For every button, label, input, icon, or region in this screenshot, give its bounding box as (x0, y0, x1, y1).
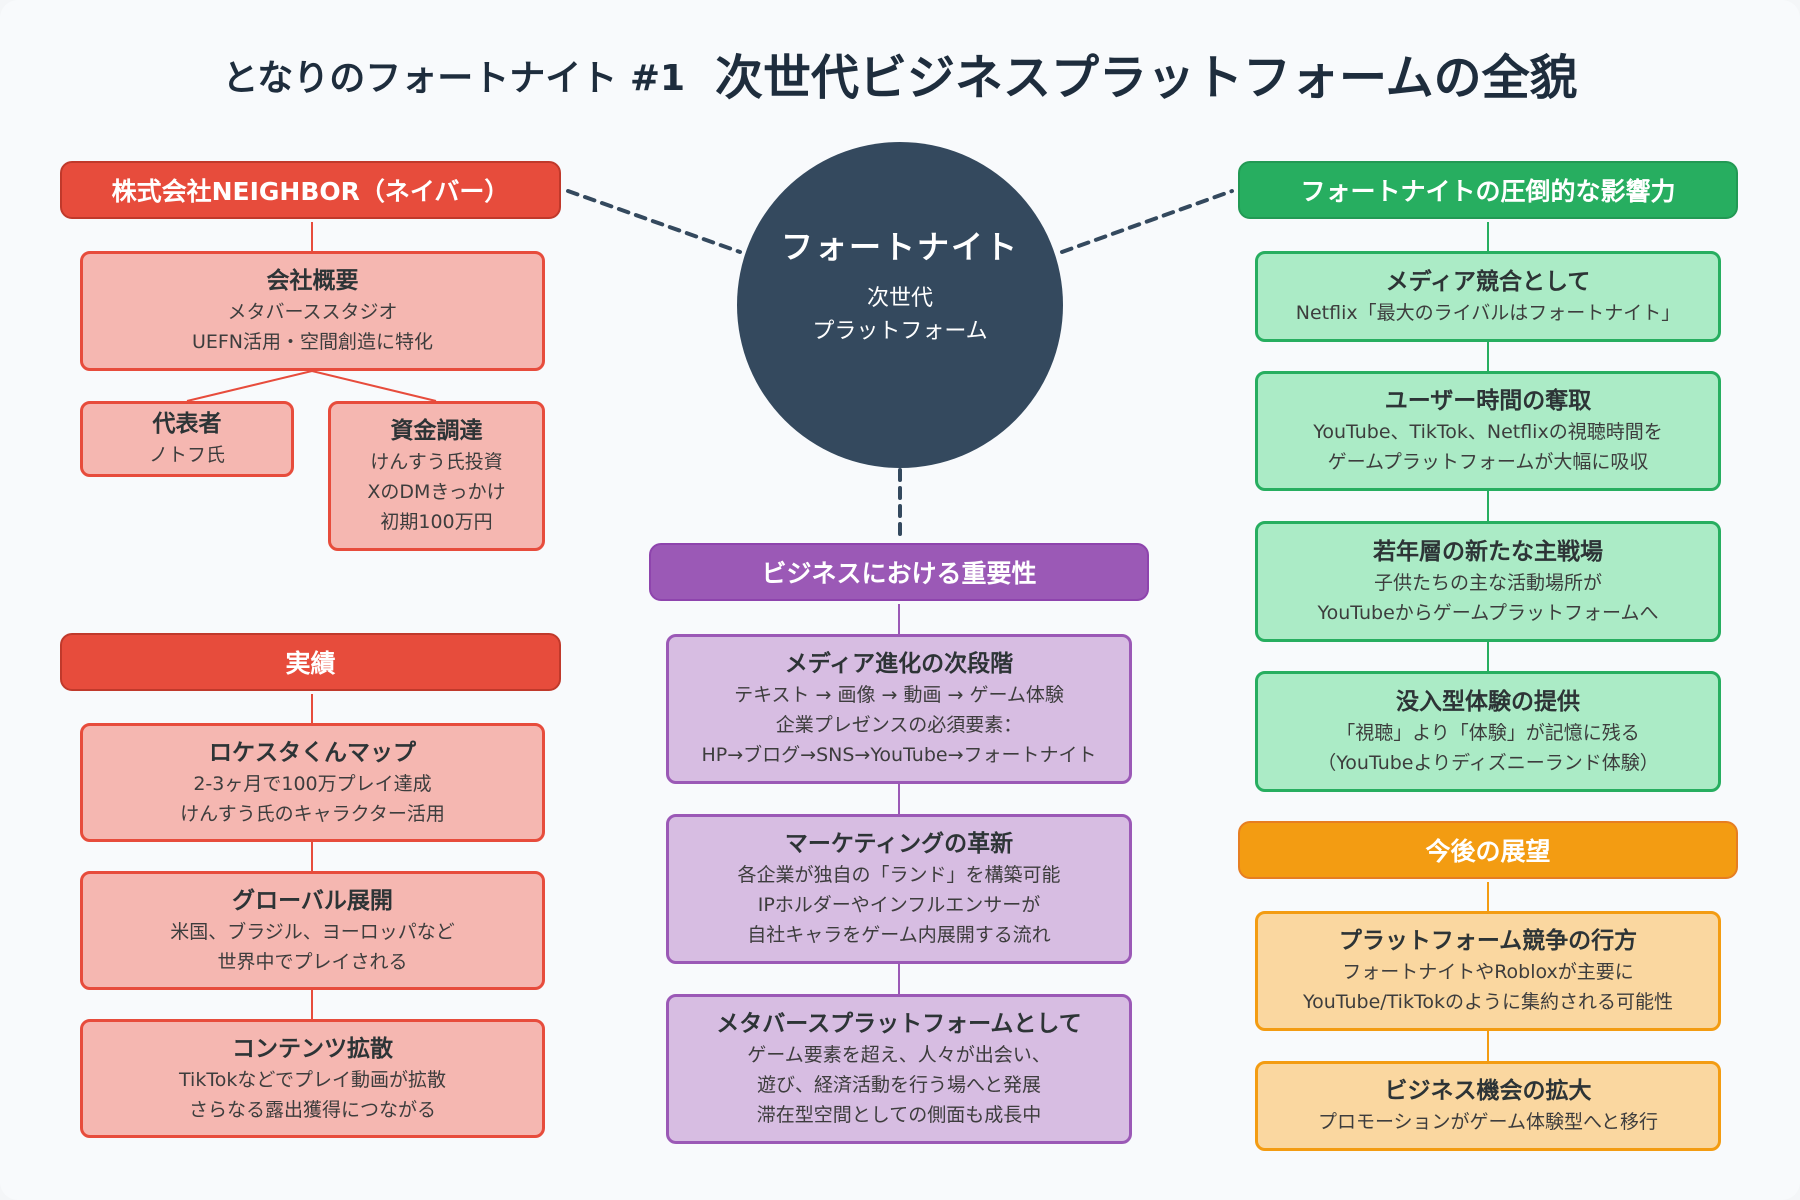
node-line: XのDMきっかけ (367, 481, 506, 503)
node-title: プラットフォーム競争の行方 (1338, 928, 1638, 954)
page-title: となりのフォートナイト #1 次世代ビジネスプラットフォームの全貌 (0, 38, 1800, 108)
link-overview-funding (311, 370, 437, 402)
node-line: 「視聴」より「体験」が記憶に残る (1336, 721, 1640, 744)
node-title: 会社概要 (266, 268, 359, 294)
influence-header: フォートナイトの圧倒的な影響力 (1238, 161, 1738, 219)
node-line: 遊び、経済活動を行う場へと発展 (756, 1074, 1042, 1096)
business-node: マーケティングの革新 各企業が独自の「ランド」を構築可能 IPホルダーやインフル… (666, 814, 1132, 964)
node-title: ビジネス機会の拡大 (1384, 1078, 1592, 1104)
node-line: 米国、ブラジル、ヨーロッパなど (170, 920, 455, 943)
node-title: メタバースプラットフォームとして (716, 1011, 1082, 1037)
node-line: 企業プレゼンスの必須要素： (775, 714, 1023, 736)
node-line: けんすう氏投資 (370, 451, 503, 473)
hub-title: フォートナイト (780, 228, 1019, 266)
node-title: メディア競合として (1385, 268, 1591, 295)
node-line: YouTube、TikTok、Netflixの視聴時間を (1313, 421, 1663, 443)
node-title: メディア進化の次段階 (784, 651, 1014, 677)
business-node: メタバースプラットフォームとして ゲーム要素を超え、人々が出会い、 遊び、経済活… (666, 994, 1132, 1144)
influence-node: 若年層の新たな主戦場 子供たちの主な活動場所が YouTubeからゲームプラット… (1255, 521, 1721, 642)
node-line: YouTube/TikTokのように集約される可能性 (1303, 991, 1673, 1013)
node-line: 初期100万円 (380, 511, 493, 533)
node-title: グローバル展開 (232, 887, 393, 914)
node-title: ユーザー時間の奪取 (1384, 388, 1592, 414)
node-line: UEFN活用・空間創造に特化 (191, 331, 434, 353)
business-node: メディア進化の次段階 テキスト → 画像 → 動画 → ゲーム体験 企業プレゼン… (666, 634, 1132, 784)
node-line: TikTokなどでプレイ動画が拡散 (179, 1068, 446, 1091)
hub-subtitle-line: 次世代 (866, 286, 933, 311)
outlook-header: 今後の展望 (1238, 821, 1738, 879)
node-line: 世界中でプレイされる (217, 950, 408, 973)
node-line: プロモーションがゲーム体験型へと移行 (1317, 1111, 1659, 1133)
node-line: けんすう氏のキャラクター活用 (180, 802, 445, 825)
influence-node: メディア競合として Netflix「最大のライバルはフォートナイト」 (1255, 251, 1721, 342)
node-line: YouTubeからゲームプラットフォームへ (1317, 601, 1659, 624)
link-overview-representative (186, 370, 313, 402)
outlook-node: プラットフォーム競争の行方 フォートナイトやRobloxが主要に YouTube… (1255, 911, 1721, 1031)
representative-node: 代表者 ノトフ氏 (80, 401, 294, 477)
node-line: ノトフ氏 (148, 444, 225, 466)
hub-subtitle-line: プラットフォーム (812, 319, 988, 344)
node-line: ゲーム要素を超え、人々が出会い、 (747, 1044, 1051, 1066)
node-line: 2-3ヶ月で100万プレイ達成 (193, 772, 432, 795)
achievement-node: コンテンツ拡散 TikTokなどでプレイ動画が拡散 さらなる露出獲得につながる (80, 1019, 545, 1138)
node-line: フォートナイトやRobloxが主要に (1342, 961, 1634, 983)
title-prefix: となりのフォートナイト #1 (222, 58, 686, 99)
outlook-node: ビジネス機会の拡大 プロモーションがゲーム体験型へと移行 (1255, 1061, 1721, 1151)
funding-node: 資金調達 けんすう氏投資 XのDMきっかけ 初期100万円 (328, 401, 545, 551)
title-main: 次世代ビジネスプラットフォームの全貌 (715, 50, 1578, 106)
company-header: 株式会社NEIGHBOR（ネイバー） (60, 161, 561, 219)
node-line: Netflix「最大のライバルはフォートナイト」 (1295, 301, 1681, 324)
node-line: 自社キャラをゲーム内展開する流れ (747, 924, 1051, 946)
achievement-node: グローバル展開 米国、ブラジル、ヨーロッパなど 世界中でプレイされる (80, 871, 545, 990)
node-line: ゲームプラットフォームが大幅に吸収 (1327, 451, 1649, 473)
node-line: IPホルダーやインフルエンサーが (757, 894, 1041, 916)
node-title: 代表者 (152, 411, 222, 437)
node-line: 子供たちの主な活動場所が (1373, 571, 1602, 594)
node-title: 没入型体験の提供 (1396, 688, 1580, 715)
achievement-node: ロケスタくんマップ 2-3ヶ月で100万プレイ達成 けんすう氏のキャラクター活用 (80, 723, 545, 842)
node-line: 滞在型空間としての側面も成長中 (756, 1104, 1042, 1126)
node-title: 資金調達 (390, 418, 483, 444)
node-line: HP→ブログ→SNS→YouTube→フォートナイト (701, 744, 1097, 766)
node-title: ロケスタくんマップ (209, 739, 416, 766)
node-line: （YouTubeよりディズニーランド体験） (1317, 751, 1659, 774)
hub-link-company (566, 189, 742, 254)
business-header: ビジネスにおける重要性 (649, 543, 1149, 601)
node-line: メタバーススタジオ (227, 301, 398, 323)
influence-node: ユーザー時間の奪取 YouTube、TikTok、Netflixの視聴時間を ゲ… (1255, 371, 1721, 491)
hub-node-fortnite: フォートナイト 次世代 プラットフォーム (737, 142, 1063, 468)
node-line: 各企業が独自の「ランド」を構築可能 (737, 864, 1061, 886)
achievements-header: 実績 (60, 633, 561, 691)
node-title: コンテンツ拡散 (232, 1035, 393, 1062)
influence-node: 没入型体験の提供 「視聴」より「体験」が記憶に残る （YouTubeよりディズニ… (1255, 671, 1721, 792)
node-title: マーケティングの革新 (784, 831, 1014, 857)
company-overview-node: 会社概要 メタバーススタジオ UEFN活用・空間創造に特化 (80, 251, 545, 371)
node-line: さらなる露出獲得につながる (188, 1098, 436, 1121)
node-title: 若年層の新たな主戦場 (1373, 538, 1603, 565)
hub-link-influence (1060, 189, 1234, 254)
node-line: テキスト → 画像 → 動画 → ゲーム体験 (734, 684, 1064, 706)
